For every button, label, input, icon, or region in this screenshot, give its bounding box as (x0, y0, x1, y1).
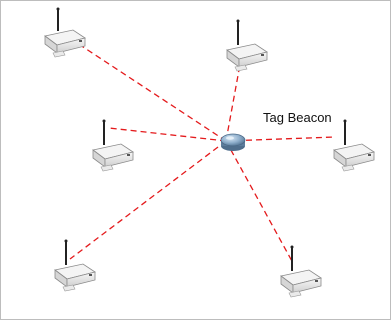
reader-right (333, 119, 375, 172)
tag-beacon-icon (220, 133, 246, 151)
reader-bottom-right (280, 245, 322, 298)
link-bottom-right (225, 140, 294, 264)
reader-middle-left (92, 119, 134, 172)
reader-top-left (44, 7, 86, 58)
reader-top-right (226, 19, 268, 72)
tag-beacon-label: Tag Beacon (263, 110, 332, 125)
link-top-left (70, 38, 227, 142)
link-bottom-left (69, 140, 227, 260)
reader-devices (44, 7, 375, 298)
link-lines (69, 38, 336, 264)
link-top-right (225, 58, 242, 142)
link-right (225, 136, 336, 142)
reader-bottom-left (54, 239, 96, 292)
